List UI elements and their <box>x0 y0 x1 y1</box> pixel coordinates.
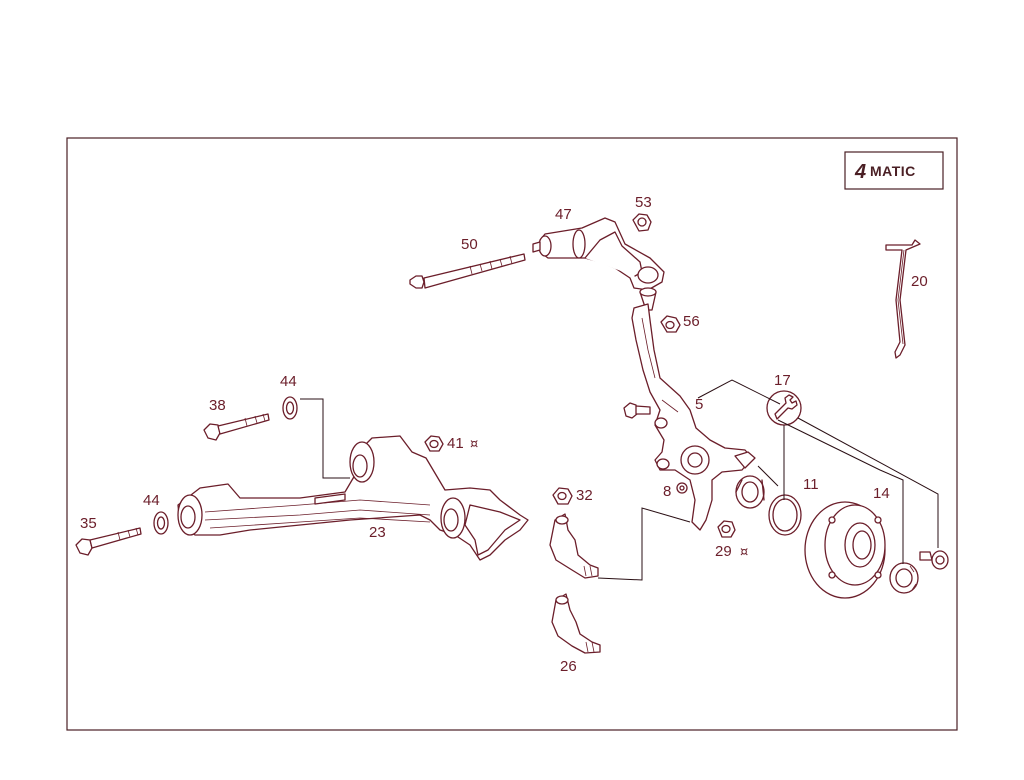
part-44-washer-upper <box>282 396 298 420</box>
badge-prefix: 4 <box>854 161 866 183</box>
part-50-bolt <box>409 253 526 289</box>
part-29-nut <box>717 520 736 538</box>
part-17-wrench-symbol <box>766 390 802 426</box>
part-14-wheel-hub <box>804 501 886 599</box>
label-38: 38 <box>209 397 226 414</box>
part-8-bushing <box>676 482 688 494</box>
ball-joint-upper <box>549 513 599 579</box>
label-32: 32 <box>576 487 593 504</box>
part-56-nut <box>660 315 681 333</box>
4matic-badge: 4 MATIC <box>844 151 944 190</box>
label-11: 11 <box>803 476 819 493</box>
part-26-ball-joint <box>551 593 601 654</box>
label-29: 29 <box>715 543 732 560</box>
label-20: 20 <box>911 273 928 290</box>
leader-lines <box>300 379 939 581</box>
star-mark-29: ¤ <box>740 545 748 560</box>
label-23: 23 <box>369 524 386 541</box>
part-labels: 5 8 11 14 17 20 23 26 29 32 35 38 41 44 … <box>80 194 928 675</box>
label-44-upper: 44 <box>280 373 297 390</box>
label-41: 41 <box>447 435 464 452</box>
hub-collar-nut <box>889 562 919 594</box>
part-23-lower-arm <box>177 435 529 561</box>
label-14: 14 <box>873 485 890 502</box>
label-53: 53 <box>635 194 652 211</box>
part-20-bracket <box>885 239 921 359</box>
label-17: 17 <box>774 372 791 389</box>
wrench-symbol-icon <box>774 394 798 420</box>
part-11-snap-ring <box>768 494 802 536</box>
label-5: 5 <box>695 396 703 413</box>
label-50: 50 <box>461 236 478 253</box>
label-8: 8 <box>663 483 671 500</box>
label-35: 35 <box>80 515 97 532</box>
part-41-nut <box>424 435 444 452</box>
label-44-lower: 44 <box>143 492 160 509</box>
part-35-bolt <box>75 527 142 556</box>
label-47: 47 <box>555 206 572 223</box>
diagram-frame <box>66 137 958 731</box>
label-26: 26 <box>560 658 577 675</box>
part-5-steering-knuckle <box>631 303 756 531</box>
badge-text: MATIC <box>870 163 916 179</box>
knuckle-bolt <box>623 402 651 419</box>
part-47-upper-arm <box>532 217 665 311</box>
part-53-nut <box>632 213 652 232</box>
label-56: 56 <box>683 313 700 330</box>
part-38-bolt <box>203 413 270 441</box>
wheel-bearing <box>735 475 765 509</box>
part-44-washer-lower <box>153 511 169 535</box>
hub-bolt <box>919 550 949 570</box>
star-mark-41: ¤ <box>470 437 478 452</box>
part-32-nut <box>552 487 573 505</box>
